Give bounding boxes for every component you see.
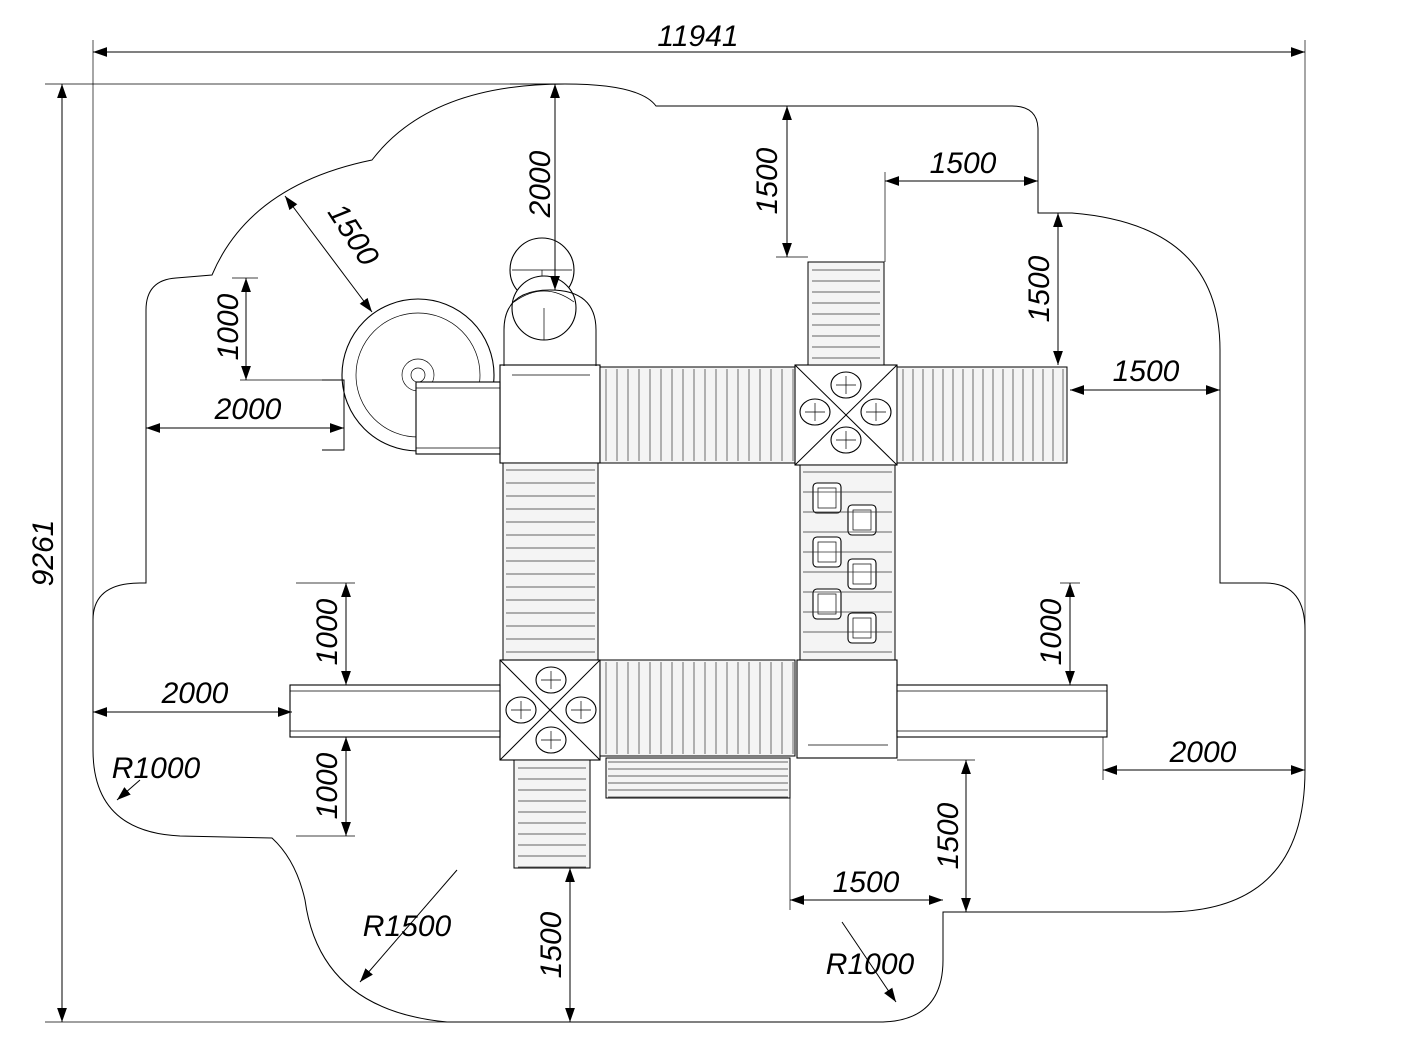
dim-1500-top-right-h: 1500: [930, 147, 997, 180]
dim-1500-ladder-top: 1500: [751, 147, 784, 214]
dim-1000-left-mid-upper: 1000: [311, 598, 344, 665]
ladder-bottom: [513, 759, 591, 869]
play-panel-icon: [812, 482, 877, 644]
safety-zone-outline: [92, 83, 1306, 1023]
bridge-left: [502, 462, 599, 661]
overall-width-dimension: 11941: [92, 20, 1306, 630]
palm-leaf-icon: [505, 371, 892, 754]
dim-1500-bottom-h: 1500: [833, 866, 900, 899]
platform-bottom-right: [796, 659, 898, 759]
dim-1000-left-top: 1000: [212, 293, 245, 360]
dim-1000-left-mid-lower: 1000: [311, 752, 344, 819]
tunnel-right: [896, 684, 1108, 738]
dim-1500-bottom-right-v: 1500: [932, 802, 965, 869]
dim-2000-left-bridge: 2000: [161, 677, 229, 710]
steps-bottom: [605, 757, 791, 799]
dim-1500-spiral-diag: 1500: [321, 198, 385, 272]
dim-1500-bottom-v: 1500: [535, 911, 568, 978]
spiral-slide: [322, 298, 501, 455]
dim-r1000-bottom: R1000: [826, 948, 915, 981]
bridge-top: [599, 366, 796, 464]
arch-handrail: [503, 289, 597, 366]
platform-top-left: [499, 364, 601, 464]
overall-width-label: 11941: [657, 20, 738, 53]
overall-height-label: 9261: [27, 520, 60, 587]
dim-1000-right-mid: 1000: [1035, 598, 1068, 665]
tunnel-left: [289, 684, 501, 738]
dim-r1000-left: R1000: [112, 752, 201, 785]
steering-wheel-icon: [509, 237, 577, 341]
overall-height-dimension: 9261: [27, 83, 565, 1023]
play-structure: [289, 237, 1108, 869]
bridge-bottom: [599, 659, 796, 757]
ladder-top: [807, 261, 885, 366]
dim-1500-right-v: 1500: [1023, 255, 1056, 322]
walkway-right: [896, 366, 1068, 464]
dim-1500-right-h: 1500: [1113, 355, 1180, 388]
dim-2000-left-slide: 2000: [214, 393, 282, 426]
dim-r1500: R1500: [363, 910, 452, 943]
dim-2000-right-bridge: 2000: [1169, 736, 1237, 769]
dim-2000-slide-top: 2000: [524, 150, 557, 218]
